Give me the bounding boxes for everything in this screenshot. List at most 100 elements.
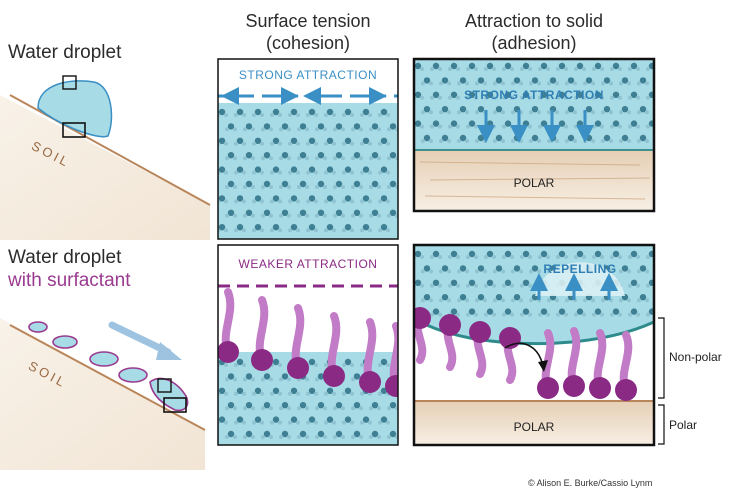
water-molecule xyxy=(457,106,469,115)
water-molecule xyxy=(360,224,372,233)
water-molecule xyxy=(628,91,640,100)
water-molecule xyxy=(421,134,433,143)
water-molecule xyxy=(529,134,541,143)
water-molecule xyxy=(306,166,318,175)
water-molecule xyxy=(369,402,381,411)
water-molecule xyxy=(439,134,451,143)
water-molecule xyxy=(324,195,336,204)
water-molecule xyxy=(297,152,309,161)
water-molecule xyxy=(279,402,291,411)
panel-surfactant-surface xyxy=(218,245,398,445)
water-molecule xyxy=(252,108,264,117)
water-molecule xyxy=(270,416,282,425)
water-molecule xyxy=(288,224,300,233)
water-molecule xyxy=(342,358,354,367)
water-molecule xyxy=(619,106,631,115)
surfactant-molecule xyxy=(218,288,239,363)
surfactant-molecule xyxy=(439,314,461,371)
water-molecules xyxy=(218,108,398,233)
water-molecule xyxy=(538,250,550,259)
water-molecule xyxy=(243,123,255,132)
water-molecule xyxy=(252,195,264,204)
zoom-box-top-surface xyxy=(62,75,77,90)
water-molecule xyxy=(646,120,654,129)
water-molecule xyxy=(430,120,442,129)
water-molecule xyxy=(297,402,309,411)
water-molecule xyxy=(288,416,300,425)
water-molecule xyxy=(610,120,622,129)
header-surface-tension-line2: (cohesion) xyxy=(265,33,351,53)
water-molecule xyxy=(475,77,487,86)
water-molecule xyxy=(225,402,237,411)
panel-3-frame xyxy=(217,244,399,446)
zoom-box-bottom-solid xyxy=(163,397,187,413)
water-molecule xyxy=(225,373,237,382)
water-molecule xyxy=(574,62,586,71)
zoom-box-top-solid xyxy=(62,122,86,138)
water-molecule xyxy=(565,106,577,115)
water-molecule xyxy=(351,180,363,189)
polar-brace xyxy=(658,404,665,445)
water-molecule xyxy=(234,166,246,175)
water-molecule xyxy=(502,308,514,317)
water-molecule xyxy=(592,62,604,71)
water-molecule xyxy=(218,137,228,146)
water-molecule xyxy=(538,308,550,317)
water-molecule xyxy=(610,308,622,317)
water-molecule xyxy=(324,416,336,425)
label-repelling: REPELLING xyxy=(543,262,617,276)
water-molecule xyxy=(279,430,291,439)
water-molecule xyxy=(351,402,363,411)
header-adhesion: Attraction to solid (adhesion) xyxy=(414,10,654,54)
water-molecule xyxy=(628,250,640,259)
spreading-arrow xyxy=(108,321,172,356)
water-molecule xyxy=(324,387,336,396)
water-molecule xyxy=(324,137,336,146)
water-molecule xyxy=(218,166,228,175)
water-molecule xyxy=(646,62,654,71)
water-molecule xyxy=(493,265,505,274)
water-molecule xyxy=(448,279,460,288)
water-molecule xyxy=(601,134,613,143)
water-molecule xyxy=(601,77,613,86)
water-molecule xyxy=(279,180,291,189)
water-droplet-top xyxy=(37,80,113,138)
water-molecule xyxy=(324,224,336,233)
water-molecule xyxy=(261,180,273,189)
water-molecule xyxy=(360,166,372,175)
water-molecule xyxy=(315,209,327,218)
water-molecule xyxy=(378,166,390,175)
water-molecule xyxy=(529,77,541,86)
water-molecule xyxy=(261,152,273,161)
panel-2-frame xyxy=(412,57,656,213)
label-strong-attraction-1: STRONG ATTRACTION xyxy=(238,68,378,82)
water-molecule xyxy=(502,250,514,259)
water-molecule xyxy=(646,250,654,259)
repelling-arrows xyxy=(530,273,618,300)
water-molecule xyxy=(342,108,354,117)
surfactant-molecule xyxy=(537,329,559,399)
label-weaker-attraction: WEAKER ATTRACTION xyxy=(238,257,378,271)
water-molecule xyxy=(592,308,604,317)
surfactant-molecule xyxy=(589,329,611,399)
water-molecule xyxy=(270,137,282,146)
water-molecule xyxy=(360,416,372,425)
water-molecule xyxy=(448,91,460,100)
water-molecule xyxy=(342,416,354,425)
water-molecule xyxy=(306,387,318,396)
water-molecule xyxy=(619,265,631,274)
label-nonpolar: Non-polar xyxy=(669,350,722,364)
water-molecule xyxy=(502,62,514,71)
water-molecule xyxy=(234,358,246,367)
water-molecule xyxy=(288,166,300,175)
water-molecule xyxy=(243,430,255,439)
water-molecule xyxy=(342,224,354,233)
water-molecule xyxy=(360,108,372,117)
water-molecule xyxy=(333,123,345,132)
water-molecule xyxy=(360,195,372,204)
water-molecule xyxy=(234,195,246,204)
water-molecule xyxy=(279,373,291,382)
water-molecule xyxy=(637,265,649,274)
